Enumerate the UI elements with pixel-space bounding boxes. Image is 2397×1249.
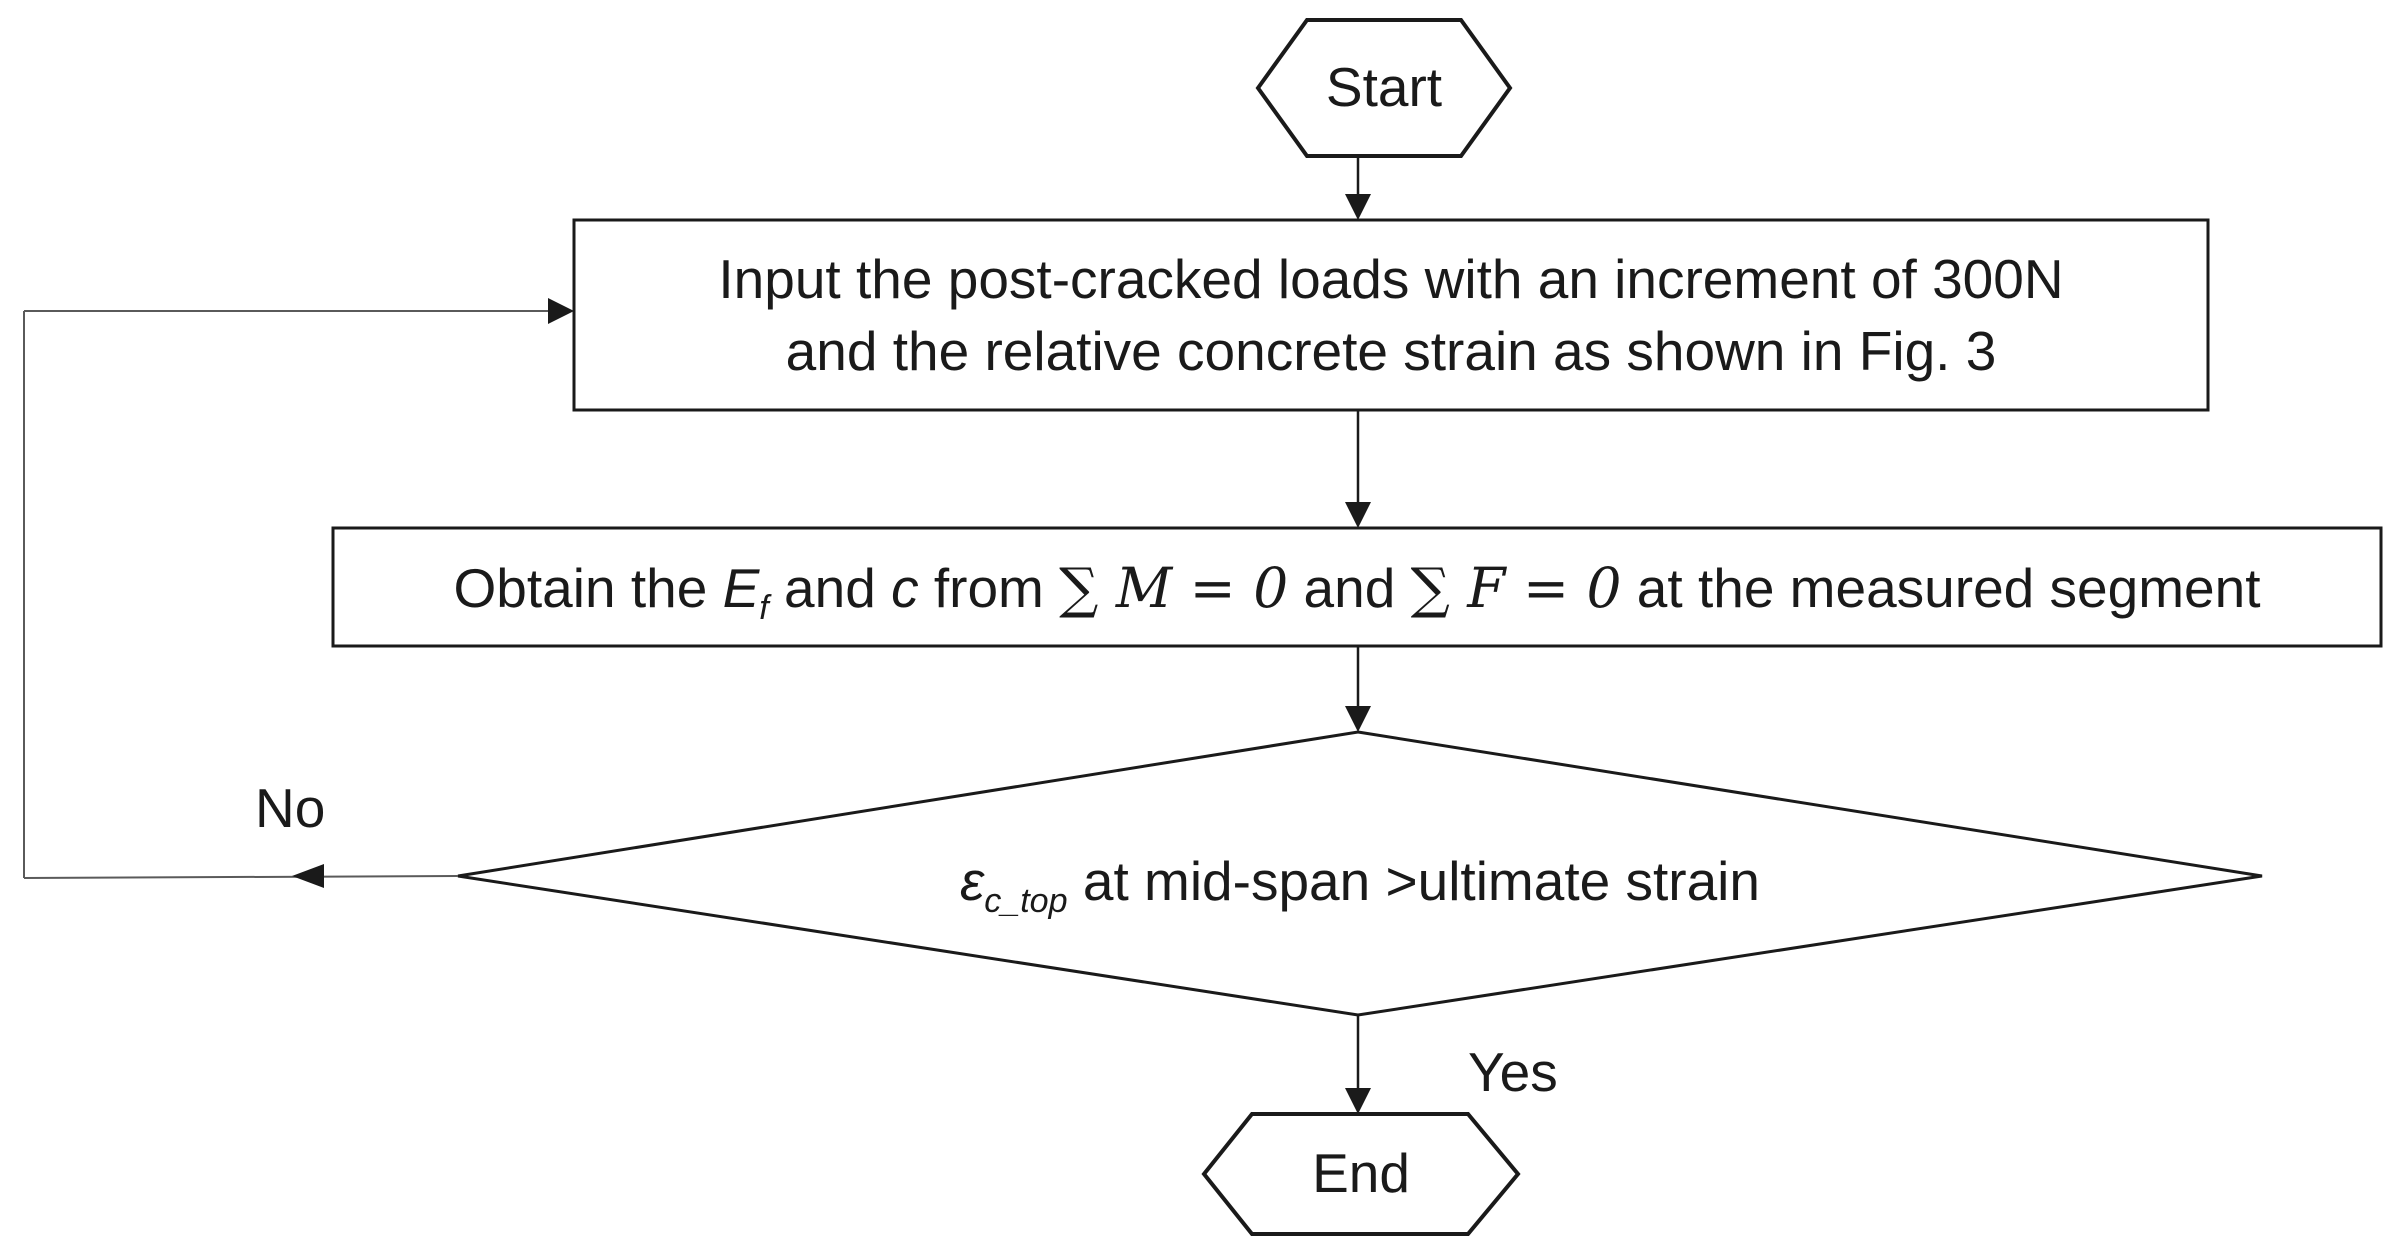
- obtain-and-1: and: [768, 557, 892, 619]
- edge-label-no: No: [255, 777, 326, 839]
- arrowhead-no-marker: [292, 864, 324, 888]
- edge-no-segment-horizontal: [23, 875, 459, 879]
- obtain-node-shape: [331, 526, 2383, 648]
- arrowhead-input-to-obtain: [1345, 502, 1371, 528]
- c-symbol: c: [891, 557, 919, 619]
- moment-equation: ∑ M = 0: [1059, 556, 1289, 620]
- arrowhead-start-to-input: [1345, 194, 1371, 220]
- edge-label-yes: Yes: [1468, 1041, 1558, 1103]
- arrowhead-no-to-input: [548, 298, 574, 324]
- input-text-line-1: Input the post-cracked loads with an inc…: [718, 248, 2064, 310]
- ef-symbol: Ef: [722, 557, 769, 627]
- obtain-from: from: [918, 557, 1060, 619]
- input-text-line-2: and the relative concrete strain as show…: [785, 319, 1997, 382]
- input-node-text: Input the post-cracked loads with an inc…: [574, 244, 2208, 387]
- epsilon-symbol: εc_top: [960, 850, 1068, 920]
- input-node-shape: [572, 218, 2210, 412]
- epsilon-subscript: c_top: [984, 881, 1068, 920]
- obtain-suffix: at the measured segment: [1621, 557, 2261, 619]
- end-label: End: [1312, 1142, 1410, 1204]
- start-node-shape: [1255, 18, 1513, 158]
- decision-condition-text: at mid-span >ultimate strain: [1067, 850, 1760, 912]
- arrowhead-decision-to-end: [1345, 1088, 1371, 1114]
- obtain-node-text: Obtain the Ef and c from ∑ M = 0 and ∑ F…: [333, 553, 2381, 625]
- decision-node-text: εc_top at mid-span >ultimate strain: [458, 846, 2262, 918]
- obtain-prefix: Obtain the: [453, 557, 723, 619]
- ef-subscript: f: [759, 588, 769, 627]
- force-equation: ∑ F = 0: [1410, 556, 1622, 620]
- end-node-shape: [1201, 1112, 1521, 1236]
- arrowhead-obtain-to-decision: [1345, 706, 1371, 732]
- start-label: Start: [1325, 56, 1443, 118]
- obtain-and-2: and: [1288, 557, 1411, 619]
